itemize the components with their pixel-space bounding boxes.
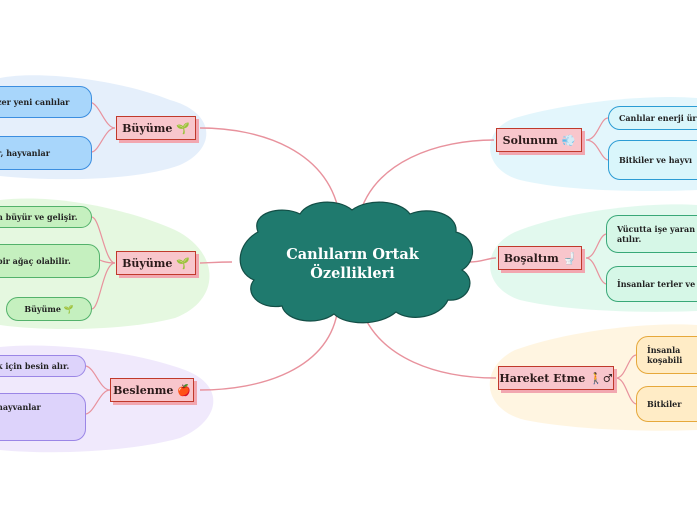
toilet-icon: 🚽 — [562, 251, 577, 265]
leaf-buyume-2-a[interactable]: n büyür ve gelişir. — [0, 206, 92, 228]
leaf-hareket-a[interactable]: İnsanla koşabili — [636, 336, 697, 374]
walking-man-icon: 🚶♂ — [589, 371, 613, 385]
central-topic-line-1: Canlıların Ortak — [286, 246, 419, 263]
leaf-bosaltim-b[interactable]: İnsanlar terler ve — [606, 266, 697, 302]
topic-label: Büyüme — [122, 256, 173, 270]
topic-label: Solunum — [502, 133, 558, 147]
connector-solunum — [357, 139, 495, 221]
topic-bosaltim[interactable]: Boşaltım 🚽 — [498, 246, 582, 270]
leaf-bosaltim-a[interactable]: Vücutta işe yaran atılır. — [606, 215, 697, 253]
leaf-buyume-2-b[interactable]: bir ağaç olabilir. — [0, 244, 100, 278]
central-topic[interactable]: Canlıların Ortak Özellikleri — [250, 245, 455, 283]
sprout-icon: 🌱 — [176, 121, 190, 135]
topic-label: Beslenme — [113, 383, 174, 397]
leaf-hareket-b[interactable]: Bitkiler — [636, 386, 697, 422]
topic-hareket-etme[interactable]: Hareket Etme 🚶♂ — [498, 366, 614, 390]
leaf-beslenme-a[interactable]: k için besin alır. — [0, 355, 86, 377]
leaf-buyume-1-a[interactable]: zer yeni canlılar — [0, 86, 92, 118]
main-connectors — [199, 127, 497, 391]
topic-beslenme[interactable]: Beslenme 🍎 — [110, 378, 194, 402]
leaf-solunum-a[interactable]: Canlılar enerji ür — [608, 106, 697, 130]
connector-buyume-1 — [199, 127, 341, 219]
topic-buyume-2[interactable]: Büyüme 🌱 — [116, 251, 196, 275]
leaf-buyume-2-c[interactable]: Büyüme 🌱 — [6, 297, 92, 321]
connector-bosaltim — [469, 257, 497, 263]
connector-beslenme — [199, 307, 339, 391]
topic-solunum[interactable]: Solunum 💨 — [496, 128, 582, 152]
wind-icon: 💨 — [561, 133, 576, 147]
leaf-connectors — [85, 101, 637, 415]
topic-label: Hareket Etme — [499, 371, 586, 385]
central-topic-line-2: Özellikleri — [310, 265, 395, 282]
apple-icon: 🍎 — [177, 383, 191, 397]
topic-label: Büyüme — [122, 121, 173, 135]
leaf-solunum-b[interactable]: Bitkiler ve hayvı — [608, 140, 697, 180]
sprout-icon: 🌱 — [176, 256, 190, 270]
topic-label: Boşaltım — [503, 251, 559, 265]
connector-buyume-2 — [199, 261, 233, 264]
leaf-beslenme-b[interactable]: hayvanlar — [0, 393, 86, 441]
connector-hareket — [359, 305, 497, 379]
leaf-buyume-1-b[interactable]: r, hayvanlar — [0, 136, 92, 170]
topic-buyume-1[interactable]: Büyüme 🌱 — [116, 116, 196, 140]
group-bg-buyume-2 — [0, 198, 210, 330]
center-cloud — [239, 201, 474, 324]
